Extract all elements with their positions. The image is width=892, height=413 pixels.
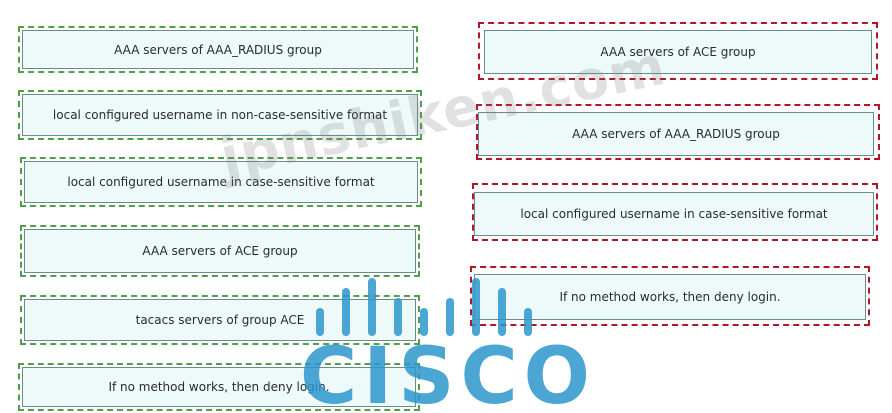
left-item-label: AAA servers of AAA_RADIUS group [114,42,322,57]
left-slot-5 [20,295,420,345]
left-item-label: local configured username in case-sensit… [67,175,375,189]
left-item-label: AAA servers of ACE group [142,244,298,258]
left-slot-6 [18,363,420,411]
left-item-2[interactable]: local configured username in non-case-se… [22,94,418,136]
right-item-2[interactable]: AAA servers of AAA_RADIUS group [478,112,874,156]
left-item-5[interactable]: tacacs servers of group ACE [24,299,416,341]
left-item-label: local configured username in non-case-se… [52,108,388,122]
left-slot-4 [20,225,420,277]
left-item-3[interactable]: local configured username in case-sensit… [24,161,418,203]
right-item-label: local configured username in case-sensit… [520,207,828,221]
right-item-label: AAA servers of ACE group [600,45,756,59]
right-item-3[interactable]: local configured username in case-sensit… [474,192,874,236]
left-slot-1 [18,26,418,73]
right-item-1[interactable]: AAA servers of ACE group [484,30,872,74]
right-item-label: If no method works, then deny login. [559,290,781,304]
left-slot-2 [18,90,422,140]
left-item-1[interactable]: AAA servers of AAA_RADIUS group [22,30,414,69]
right-slot-3[interactable] [472,183,878,241]
right-slot-4[interactable] [470,266,870,326]
left-item-label: If no method works, then deny login. [108,380,330,394]
left-slot-3 [20,157,422,207]
right-slot-2[interactable] [476,104,880,160]
left-item-label: tacacs servers of group ACE [135,313,305,327]
left-item-6[interactable]: If no method works, then deny login. [22,367,416,407]
left-item-4[interactable]: AAA servers of ACE group [24,229,416,273]
right-item-4[interactable]: If no method works, then deny login. [474,274,866,320]
right-item-label: AAA servers of AAA_RADIUS group [572,127,780,141]
right-slot-1[interactable] [478,22,878,80]
